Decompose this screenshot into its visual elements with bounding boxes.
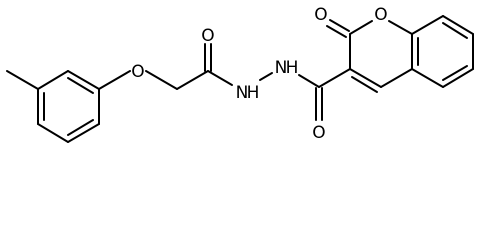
bond-c4-c4a	[380, 68, 413, 88]
bond-oxygen-ch2	[145, 70, 178, 90]
bond-methyl	[6, 70, 39, 90]
bond-c2lac-oring	[349, 20, 373, 35]
bond-ring1-5-inner	[67, 77, 94, 94]
bond-lactone-o-a	[329, 19, 350, 32]
atom-n-2: N	[275, 58, 288, 78]
atom-o-amide1: O	[201, 26, 214, 46]
atom-n-2-hydrogen: H	[286, 58, 299, 78]
atom-o-lactone-carbonyl: O	[314, 5, 327, 25]
bond-ring1-3	[67, 123, 100, 143]
bond-n2-carbonyl	[298, 74, 320, 88]
bond-c3-c4	[349, 68, 382, 88]
atom-n-1-hydrogen: H	[247, 83, 260, 103]
bond-ring1-3-inner	[67, 119, 94, 136]
bond-c7-c8-inner	[442, 22, 468, 39]
bond-c4a-c5	[411, 68, 444, 88]
bond-ring1-5	[67, 70, 100, 90]
atom-n-1: N	[236, 83, 249, 103]
bond-n1-n2	[259, 72, 273, 81]
bond-carbonyl-n1	[207, 70, 233, 86]
bond-c8-c8a	[411, 15, 444, 35]
bond-oring-c8a	[388, 20, 413, 35]
bond-ring1-6	[37, 70, 69, 90]
bond-lactone-o-b	[326, 25, 347, 38]
bond-c3-c4-inner	[351, 76, 378, 93]
bond-c7-c8	[442, 15, 474, 35]
atom-o-amide2: O	[312, 123, 325, 143]
atom-labels: O O N H N H O O O	[131, 5, 387, 143]
bonds	[6, 15, 474, 143]
bond-ring1-2	[37, 123, 69, 143]
structure-diagram: O O N H N H O O O	[6, 5, 474, 143]
bond-ring-oxygen	[98, 70, 131, 90]
bond-c2-c3	[318, 68, 351, 88]
atom-o-ring: O	[374, 5, 387, 25]
bond-c5-c6-inner	[442, 65, 468, 81]
bond-c5-c6	[442, 68, 474, 88]
molecule-canvas: O O N H N H O O O	[6, 5, 474, 143]
atom-o-ether: O	[131, 62, 144, 82]
bond-ch2-carbonyl	[176, 70, 209, 90]
